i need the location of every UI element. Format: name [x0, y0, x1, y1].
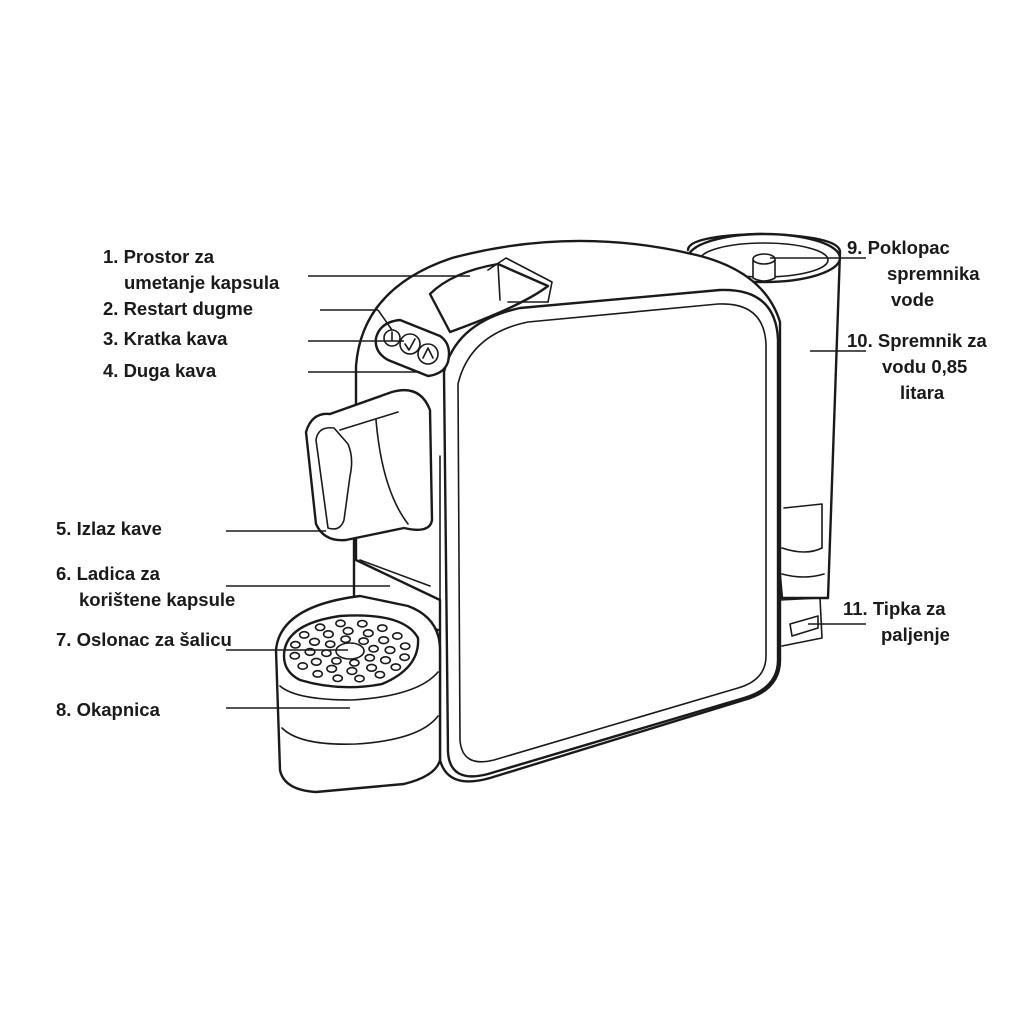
grate-hole: [320, 649, 332, 658]
label-line: umetanje kapsula: [124, 272, 280, 293]
cup-support: [282, 614, 420, 689]
machine-body: [354, 239, 782, 783]
grate-hole: [308, 637, 321, 646]
label-drip-tray: 8. Okapnica: [56, 697, 160, 723]
grate-hole: [379, 655, 392, 665]
grate-hole: [390, 663, 402, 672]
grate-hole: [368, 644, 379, 653]
grate-hole: [289, 640, 301, 649]
label-line: 9. Poklopac: [847, 237, 950, 258]
label-line: 10. Spremnik za: [847, 330, 987, 351]
restart-icon: [399, 333, 421, 355]
grate-hole: [354, 674, 365, 683]
grate-hole: [342, 626, 354, 636]
label-coffee-outlet: 5. Izlaz kave: [56, 516, 162, 542]
label-line: 1. Prostor za: [103, 246, 215, 267]
capsule-compartment: [428, 257, 553, 334]
coffee-spout: [304, 388, 434, 542]
label-water-tank: 10. Spremnik za vodu 0,85 litara: [847, 328, 987, 406]
label-cup-support: 7. Oslonac za šalicu: [56, 627, 232, 653]
grate-hole: [324, 640, 336, 649]
label-capsule-slot: 1. Prostor za umetanje kapsula: [103, 244, 279, 296]
leader-lines: [226, 257, 866, 709]
grate-hole: [356, 619, 368, 628]
short-coffee-icon: [417, 343, 439, 365]
label-line: 3. Kratka kava: [103, 328, 228, 349]
grate-hole: [378, 635, 390, 645]
label-tank-lid: 9. Poklopac spremnika vode: [847, 235, 980, 313]
grate-hole: [348, 658, 360, 667]
label-line: 2. Restart dugme: [103, 298, 254, 319]
label-line: korištene kapsule: [79, 589, 236, 610]
grate-hole: [374, 670, 386, 679]
label-line: 7. Oslonac za šalicu: [56, 629, 232, 650]
grate-hole: [289, 651, 301, 660]
grate-hole: [330, 656, 342, 665]
grate-hole: [391, 631, 403, 640]
leader-2b: [377, 309, 393, 331]
grate-hole: [399, 642, 411, 651]
label-capsule-drawer: 6. Ladica za korištene kapsule: [56, 561, 235, 613]
label-line: 8. Okapnica: [56, 699, 160, 720]
label-line: 11. Tipka za: [843, 598, 946, 619]
grate-hole: [335, 619, 346, 628]
label-line: paljenje: [881, 624, 950, 645]
label-long-coffee: 4. Duga kava: [103, 358, 216, 384]
grate-hole: [314, 623, 326, 632]
grate-hole: [297, 661, 309, 670]
grate-hole: [399, 653, 410, 662]
label-line: 5. Izlaz kave: [56, 518, 162, 539]
grate-hole: [332, 674, 344, 683]
grate-hole: [366, 663, 378, 672]
grate-hole: [326, 664, 338, 673]
grate-hole: [364, 653, 376, 662]
label-line: vodu 0,85: [882, 356, 968, 377]
label-line: spremnika: [887, 263, 980, 284]
label-line: 4. Duga kava: [103, 360, 217, 381]
label-power-button: 11. Tipka za paljenje: [843, 596, 950, 648]
grate-hole: [312, 669, 324, 678]
grate-hole: [376, 624, 388, 633]
grate-hole: [358, 637, 369, 646]
grate-hole: [322, 629, 335, 639]
grate-hole: [384, 645, 396, 655]
label-short-coffee: 3. Kratka kava: [103, 326, 227, 352]
power-icon: [383, 329, 401, 347]
grate-hole: [298, 630, 310, 639]
label-line: litara: [900, 382, 945, 403]
grate-hole: [346, 666, 358, 676]
grate-hole: [362, 628, 374, 638]
label-restart-button: 2. Restart dugme: [103, 296, 253, 322]
grate-hole: [340, 635, 351, 644]
grate-hole: [310, 657, 322, 666]
control-panel: [374, 318, 451, 378]
label-line: vode: [891, 289, 935, 310]
label-line: 6. Ladica za: [56, 563, 160, 584]
